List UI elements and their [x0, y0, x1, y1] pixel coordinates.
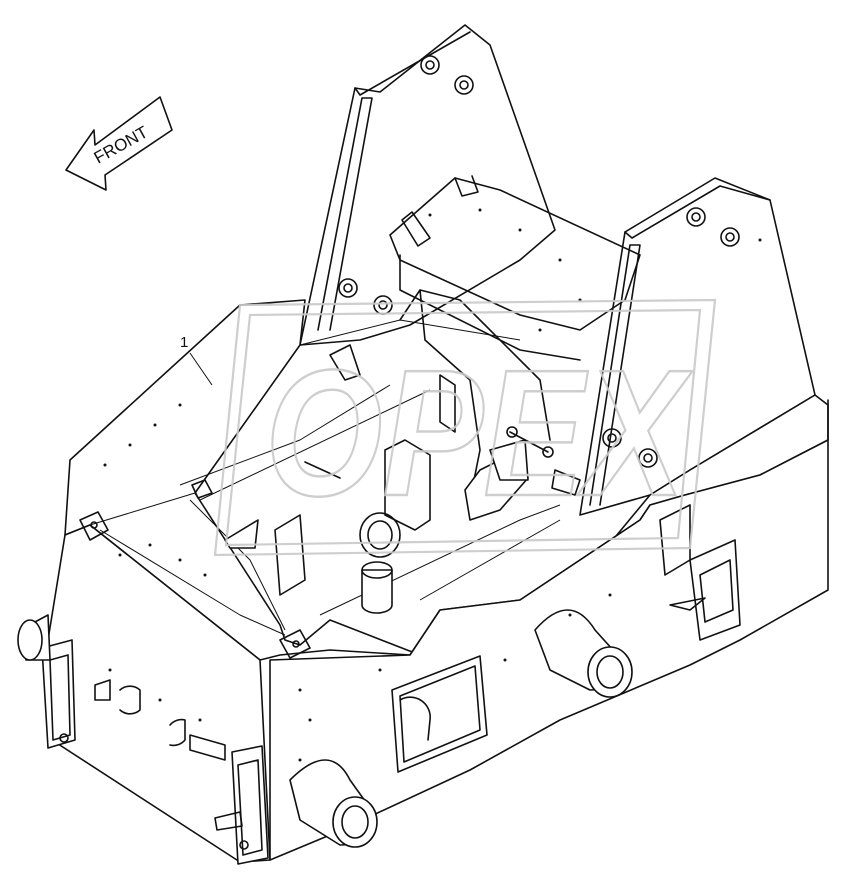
callout-label-1: 1	[180, 334, 188, 351]
left-upright-plate	[299, 24, 556, 346]
main-frame	[17, 289, 829, 865]
front-arrow: FRONT	[65, 96, 173, 191]
callout-1: 1	[180, 334, 213, 386]
rivet-holes	[103, 208, 762, 762]
watermark-text: OPEX	[265, 333, 693, 534]
front-label: FRONT	[91, 122, 151, 167]
opex-watermark: OPEX	[213, 298, 717, 557]
